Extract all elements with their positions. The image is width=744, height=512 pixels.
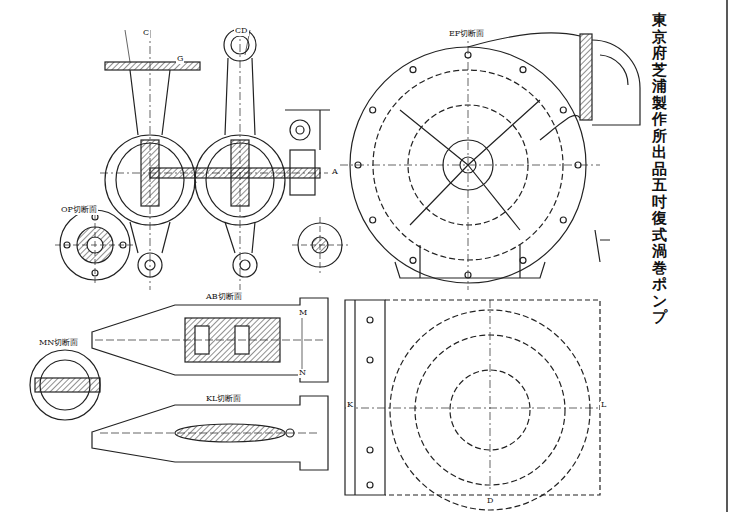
page-edge [726,0,728,512]
part-label: M [298,309,308,318]
part-label: N [298,369,307,378]
part-label: L [600,401,607,410]
part-label: D [486,497,494,506]
part-label: C [142,29,150,38]
ab-section [92,298,328,382]
part-label: EF切断面 [448,30,485,39]
mn-section [30,350,100,420]
part-label: K [346,401,354,410]
part-label: A [331,168,339,177]
end-view [345,300,600,510]
part-label: CD [234,27,249,36]
part-label: AB切断面 [205,293,243,302]
pulley [292,217,348,273]
part-label: OP切断面 [60,206,98,215]
op-section [55,205,135,285]
elevation-section [100,28,330,290]
part-label: KL切断面 [205,395,242,404]
volute-casing [340,30,640,290]
part-label: MN切断面 [38,339,79,348]
kl-section [92,396,328,470]
part-label: G [176,55,184,64]
title: 東京府芝浦製作所出品五吋復式渦巻ポンプ [652,12,667,326]
